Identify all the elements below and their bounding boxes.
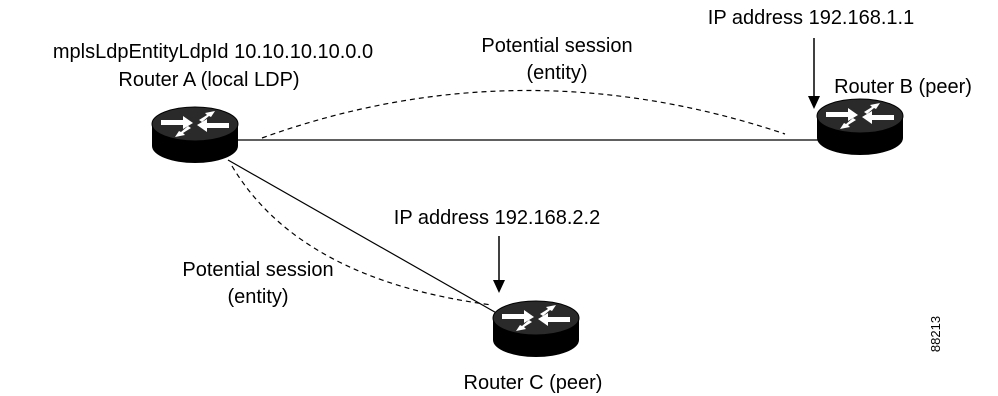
- session-ac-label-line1: Potential session: [182, 259, 333, 281]
- potential-session-a-c-curve: [231, 165, 493, 306]
- router-b-ip-label: IP address 192.168.1.1: [708, 7, 914, 29]
- router-a-entity-label: mplsLdpEntityLdpId 10.10.10.10.0.0: [53, 41, 373, 63]
- pointer-arrow-router-c: [493, 236, 505, 293]
- router-b-icon: [816, 98, 904, 156]
- pointer-arrow-router-b: [808, 38, 820, 109]
- router-a-icon: [151, 106, 239, 164]
- session-ab-label-line2: (entity): [526, 62, 587, 84]
- figure-id: 88213: [928, 316, 943, 352]
- router-c-icon: [492, 300, 580, 358]
- router-c-ip-label: IP address 192.168.2.2: [394, 207, 600, 229]
- router-c-name-label: Router C (peer): [464, 372, 603, 394]
- router-a-name-label: Router A (local LDP): [118, 69, 299, 91]
- session-ab-label-line1: Potential session: [481, 35, 632, 57]
- link-a-c: [227, 159, 501, 316]
- router-b-name-label: Router B (peer): [834, 76, 972, 98]
- potential-session-a-b-curve: [261, 89, 786, 139]
- session-ac-label-line2: (entity): [227, 286, 288, 308]
